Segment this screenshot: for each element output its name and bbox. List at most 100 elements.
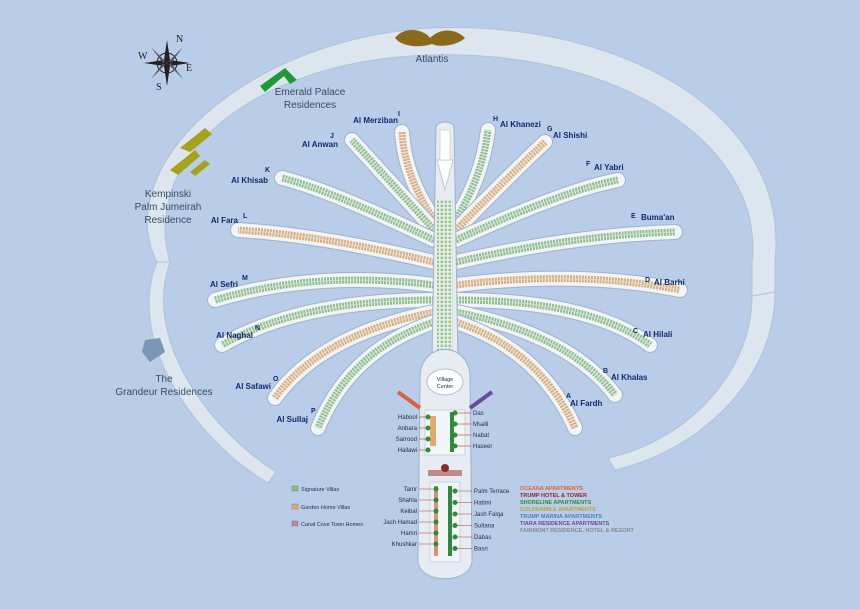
street-marker-icon <box>433 541 439 547</box>
grandeur-label-2: Grandeur Residences <box>115 387 212 398</box>
frond-name: Al Merziban <box>353 116 398 125</box>
street-marker-icon <box>433 519 439 525</box>
apartment-label: GOLDENMILE APARTMENTS <box>520 507 596 513</box>
street-label: Khushkar <box>392 542 417 548</box>
frond-letter: N <box>255 325 260 332</box>
legend-swatch <box>291 485 299 492</box>
frond-road <box>455 299 651 346</box>
kempinski-label-3: Residence <box>144 215 192 226</box>
street-marker-icon <box>452 432 458 438</box>
street-label: Anbara <box>398 426 418 432</box>
frond-road <box>221 299 435 346</box>
fronds-layer <box>207 122 688 436</box>
compass-w: W <box>138 51 148 62</box>
legend-label: Signature Villas <box>301 487 339 493</box>
frond-road <box>274 311 435 399</box>
frond-name: Al Fardh <box>570 399 603 408</box>
emerald-label-1: Emerald Palace <box>275 87 346 98</box>
street-marker-icon <box>452 488 458 494</box>
frond-name: Al Hilali <box>643 330 672 339</box>
frond-letter: L <box>243 213 248 220</box>
street-label: Haseer <box>473 444 492 450</box>
street-marker-icon <box>433 486 439 492</box>
frond-letter: M <box>242 275 248 282</box>
frond-name: Buma'an <box>641 213 675 222</box>
kempinski-label-1: Kempinski <box>145 189 191 200</box>
legend: Signature Villas Garden Home Villas Cana… <box>291 485 363 528</box>
kempinski-label-2: Palm Jumeirah <box>135 202 202 213</box>
legend-swatch <box>291 503 299 510</box>
tiara-apartments-building <box>468 390 494 410</box>
street-marker-icon <box>425 436 431 442</box>
legend-swatch <box>291 520 299 527</box>
apartment-label: TRUMP HOTEL & TOWER <box>520 493 587 499</box>
street-label: Palm Terrace <box>474 489 510 495</box>
street-label: Hatimi <box>474 501 491 507</box>
street-marker-icon <box>433 508 439 514</box>
street-label: Nabat <box>473 433 489 439</box>
frond-letter: I <box>398 111 400 118</box>
street-marker-icon <box>452 523 458 528</box>
apartment-label: FAIRMONT RESIDENCE, HOTEL & RESORT <box>520 528 635 534</box>
street-marker-icon <box>452 546 458 551</box>
emerald-label-2: Residences <box>284 100 336 111</box>
street-label: Jash Hamad <box>383 520 417 526</box>
legend-label: Canal Cove Town Homes <box>301 522 363 528</box>
frond-letter: B <box>603 368 608 375</box>
frond-road <box>455 311 616 396</box>
frond-letter: K <box>265 167 270 174</box>
street-label: Basri <box>474 547 488 553</box>
street-label: Dabas <box>474 535 491 541</box>
grandeur-landmark: The Grandeur Residences <box>115 338 213 398</box>
frond-road <box>453 141 546 233</box>
frond-name: Al Shishi <box>553 131 587 140</box>
frond-name: Al Sullaj <box>276 415 308 424</box>
frond-road <box>317 321 435 429</box>
frond-letter: P <box>311 408 316 415</box>
compass-s: S <box>156 82 162 93</box>
frond-name: Al Khisab <box>231 176 268 185</box>
frond-road <box>455 278 681 291</box>
street-label: Hallawi <box>398 448 417 454</box>
frond-road <box>455 231 676 263</box>
street-marker-icon <box>452 511 458 517</box>
street-marker-icon <box>433 530 439 536</box>
frond-name: Al Khalas <box>611 373 648 382</box>
frond-road <box>281 177 435 241</box>
apartment-label: SHORELINE APARTMENTS <box>520 500 592 506</box>
street-label: Sarrood <box>396 437 417 443</box>
frond-labels-right: H Al Khanezi G Al Shishi F Al Yabri E Bu… <box>493 116 685 408</box>
frond-letter: C <box>633 328 638 335</box>
apartment-label: TIARA RESIDENCE APARTMENTS <box>520 521 610 527</box>
village-trunk: Village Center <box>417 349 473 580</box>
atlantis-landmark: Atlantis <box>395 30 465 65</box>
frond-road <box>455 321 576 429</box>
street-marker-icon <box>425 447 431 453</box>
street-marker-icon <box>452 500 458 505</box>
apartment-label: TRUMP MARINA APARTMENTS <box>520 514 602 520</box>
apartments-legend: OCEANA APARTMENTS TRUMP HOTEL & TOWER SH… <box>520 486 635 534</box>
street-label: Shahla <box>398 498 417 504</box>
atlantis-label: Atlantis <box>416 54 449 65</box>
frond-letter: J <box>330 133 334 140</box>
compass-n: N <box>176 34 183 45</box>
frond-road <box>451 129 489 226</box>
frond-road <box>351 139 437 233</box>
street-marker-icon <box>452 443 458 449</box>
frond-letter: O <box>273 376 279 383</box>
frond-road <box>237 229 435 263</box>
compass-rose: N S E W <box>138 34 192 93</box>
frond-letter: E <box>631 213 636 220</box>
oceana-apartments-building <box>396 390 422 410</box>
street-marker-icon <box>452 534 458 540</box>
street-marker-icon <box>452 410 458 416</box>
frond-letter: F <box>586 161 591 168</box>
frond-labels-left: I Al Merziban J Al Anwan K Al Khisab L A… <box>210 111 400 424</box>
frond-letter: H <box>493 116 498 123</box>
street-label: Tamr <box>404 487 417 493</box>
emerald-palace-landmark: Emerald Palace Residences <box>260 68 346 111</box>
street-marker-icon <box>433 497 439 503</box>
street-label: Habool <box>398 415 417 421</box>
street-marker-icon <box>452 421 458 427</box>
